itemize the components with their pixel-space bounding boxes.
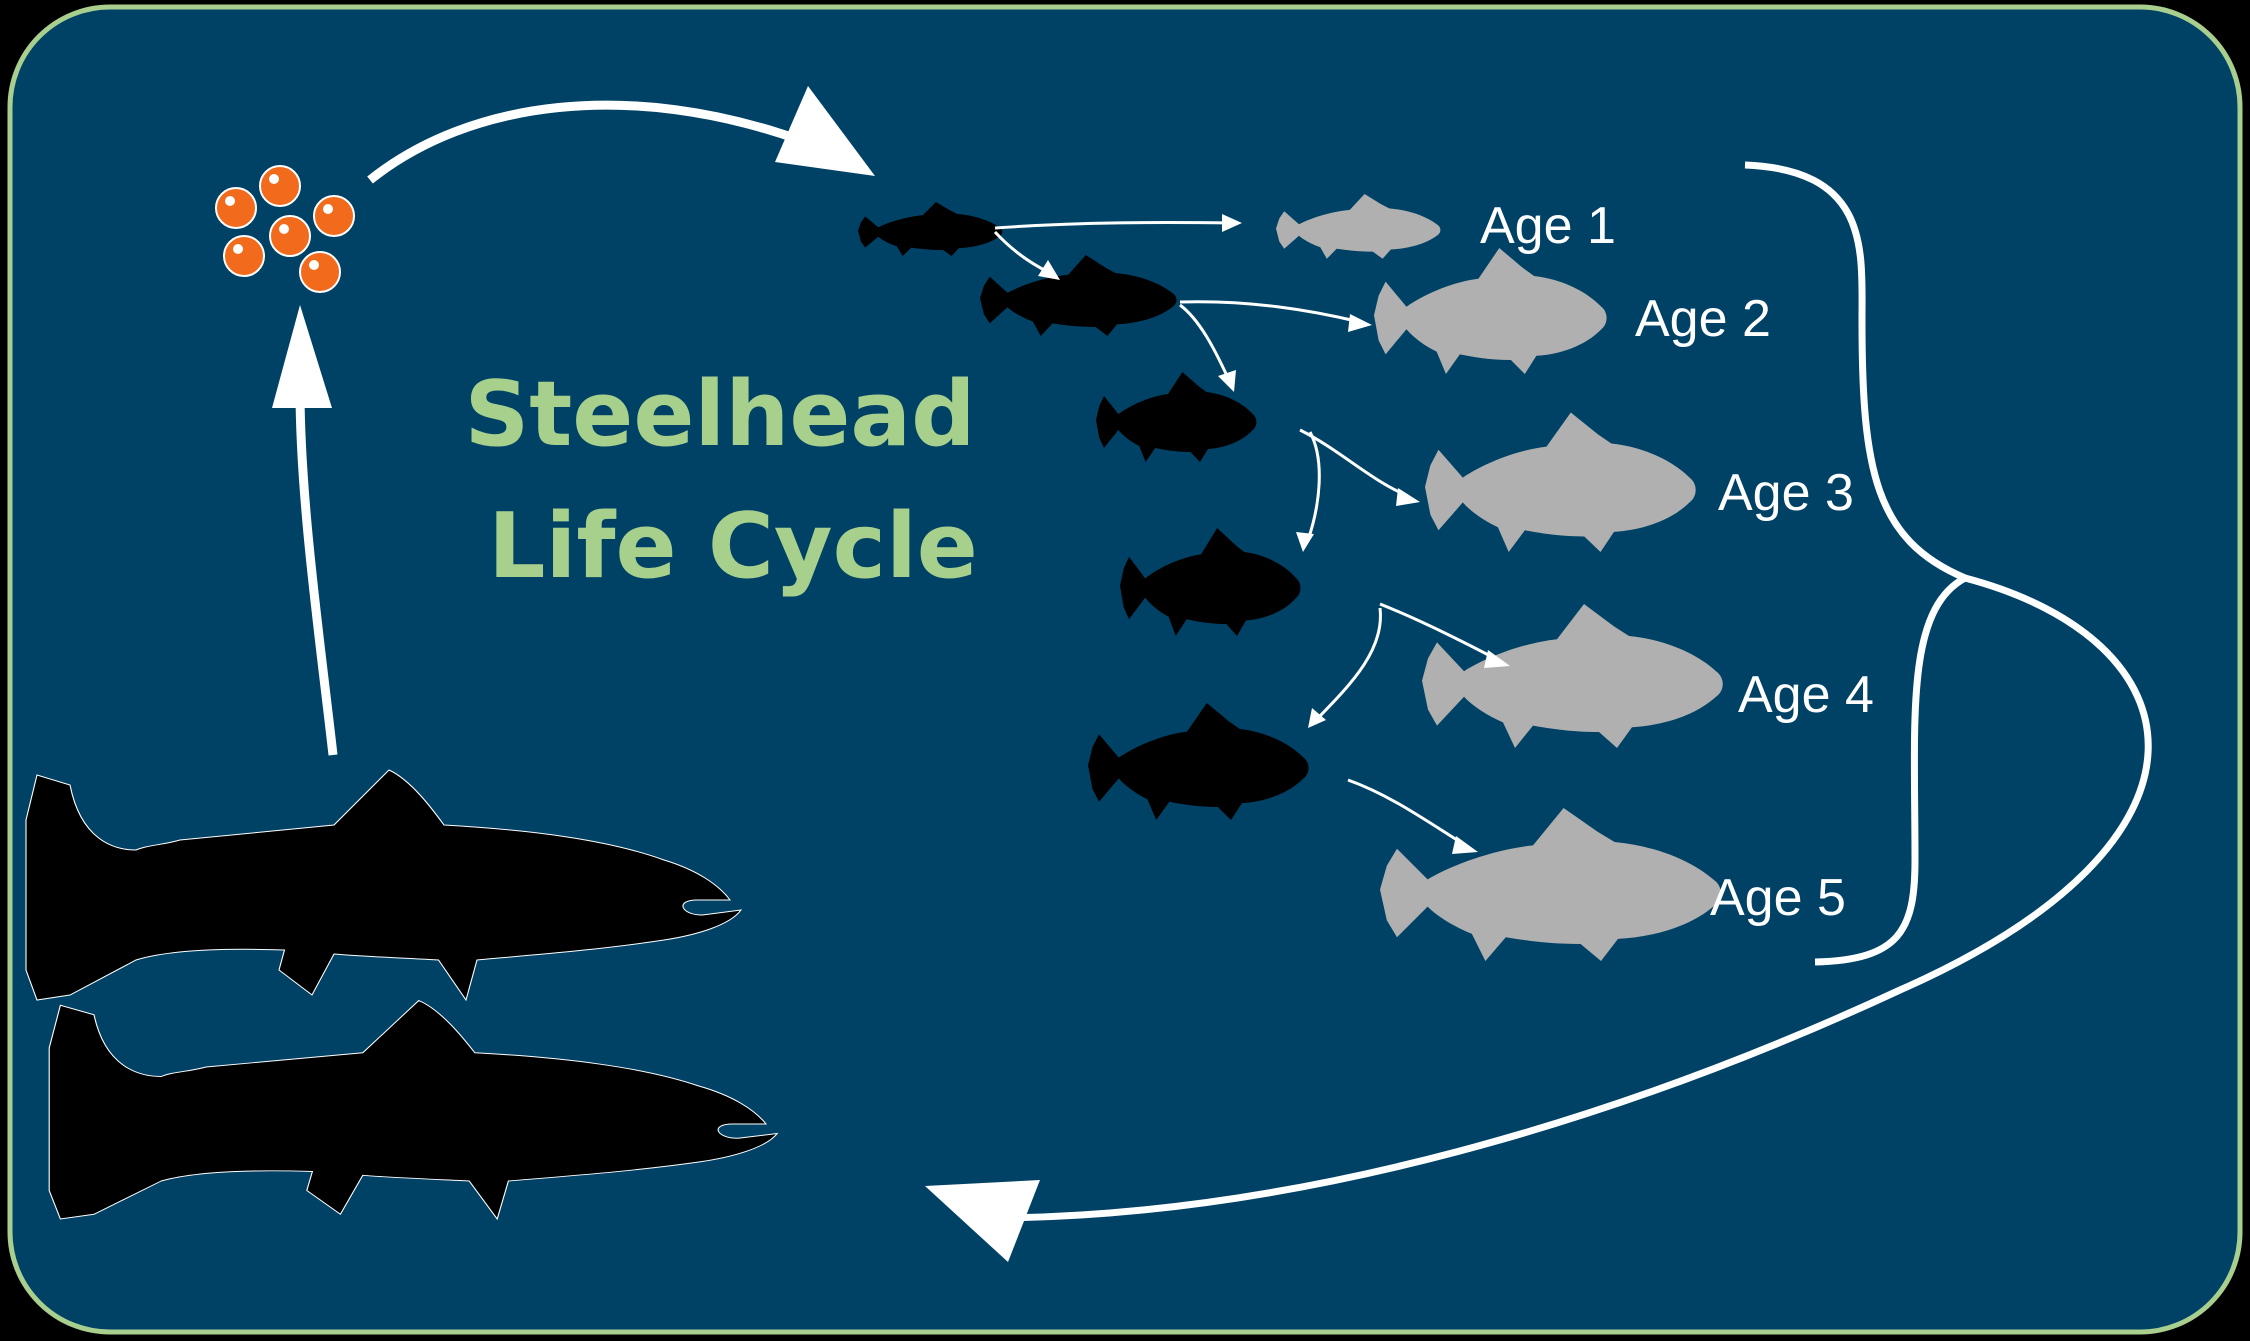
age-label: Age 5: [1710, 869, 1846, 927]
title-line-2: Life Cycle: [488, 494, 978, 599]
title-line-1: Steelhead: [464, 362, 975, 467]
age-label: Age 1: [1480, 197, 1616, 255]
age-label: Age 2: [1635, 290, 1771, 348]
age-label: Age 3: [1718, 464, 1854, 522]
age-label: Age 4: [1738, 666, 1874, 724]
